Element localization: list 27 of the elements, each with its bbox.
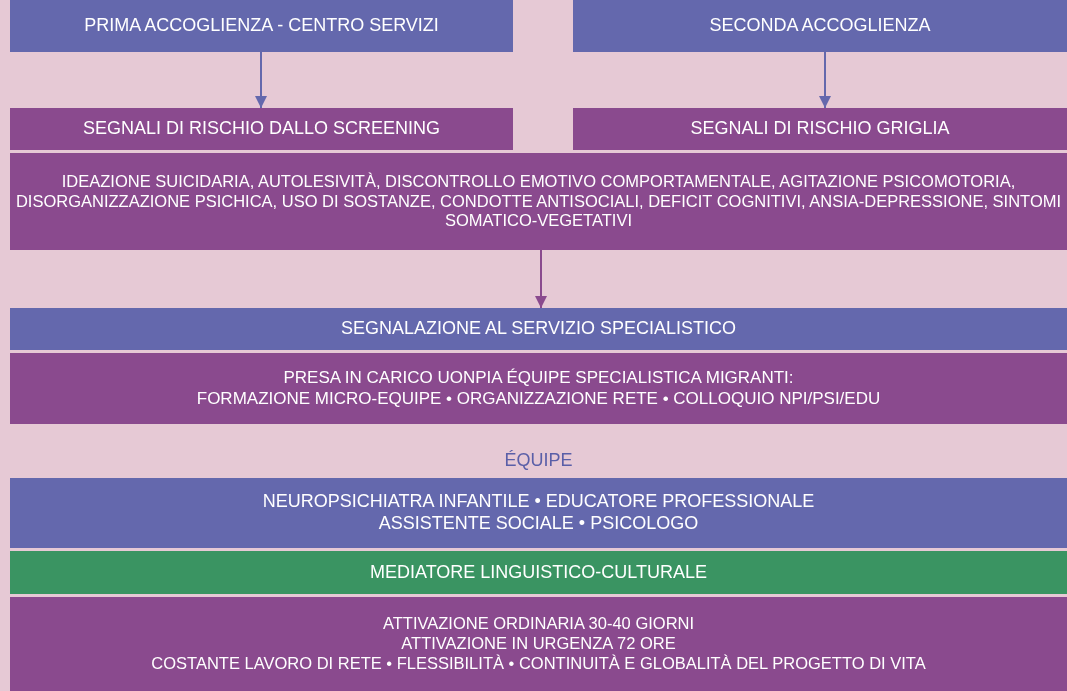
process-box <box>10 0 513 52</box>
process-box <box>10 153 1067 250</box>
box-text: SEGNALI DI RISCHIO DALLO SCREENING <box>82 118 441 140</box>
box-text: ASSISTENTE SOCIALE • PSICOLOGO <box>378 513 699 535</box>
box-text: FORMAZIONE MICRO-EQUIPE • ORGANIZZAZIONE RETE • COLLOQUIO NPI/PSI/EDU <box>196 388 881 409</box>
box-heading: ÉQUIPE <box>503 450 574 472</box>
process-box <box>10 308 1067 350</box>
box-text: PRIMA ACCOGLIENZA - CENTRO SERVIZI <box>84 15 439 37</box>
box-text: COSTANTE LAVORO DI RETE • FLESSIBILITÀ • CONTINUITÀ E GLOBALITÀ DEL PROGETTO DI VITA <box>151 653 926 674</box>
box-text: SEGNALI DI RISCHIO GRIGLIA <box>690 118 950 140</box>
box-text: PRESA IN CARICO UONPIA ÉQUIPE SPECIALISTICA MIGRANTI: <box>283 368 794 389</box>
process-box <box>10 551 1067 594</box>
box-text: IDEAZIONE SUICIDARIA, AUTOLESIVITÀ, DISCONTROLLO EMOTIVO COMPORTAMENTALE, AGITAZIONE PSICOMOTORIA, DISORGANIZZAZIONE PSICHICA, USO DI SOSTANZE, CONDOTTE ANTISOCIALI, DEFICIT COGNITIVI, ANSIA-DEPRESSIONE, SINTOMI SOMATICO-VEGETATIVI <box>14 171 1063 232</box>
arrow <box>535 249 547 309</box>
process-box <box>10 597 1067 691</box>
arrow <box>255 51 267 109</box>
box-text: ATTIVAZIONE ORDINARIA 30-40 GIORNI <box>382 614 695 635</box>
box-text: MEDIATORE LINGUISTICO-CULTURALE <box>369 561 707 584</box>
box-text: SEGNALAZIONE AL SERVIZIO SPECIALISTICO <box>340 318 737 340</box>
box-text: ATTIVAZIONE IN URGENZA 72 ORE <box>401 634 676 654</box>
arrow <box>819 51 831 109</box>
box-text: SECONDA ACCOGLIENZA <box>709 15 931 37</box>
box-text: NEUROPSICHIATRA INFANTILE • EDUCATORE PROFESSIONALE <box>262 491 815 513</box>
process-box <box>10 353 1067 424</box>
process-box <box>573 108 1067 150</box>
process-box <box>573 0 1067 52</box>
process-box <box>10 108 513 150</box>
